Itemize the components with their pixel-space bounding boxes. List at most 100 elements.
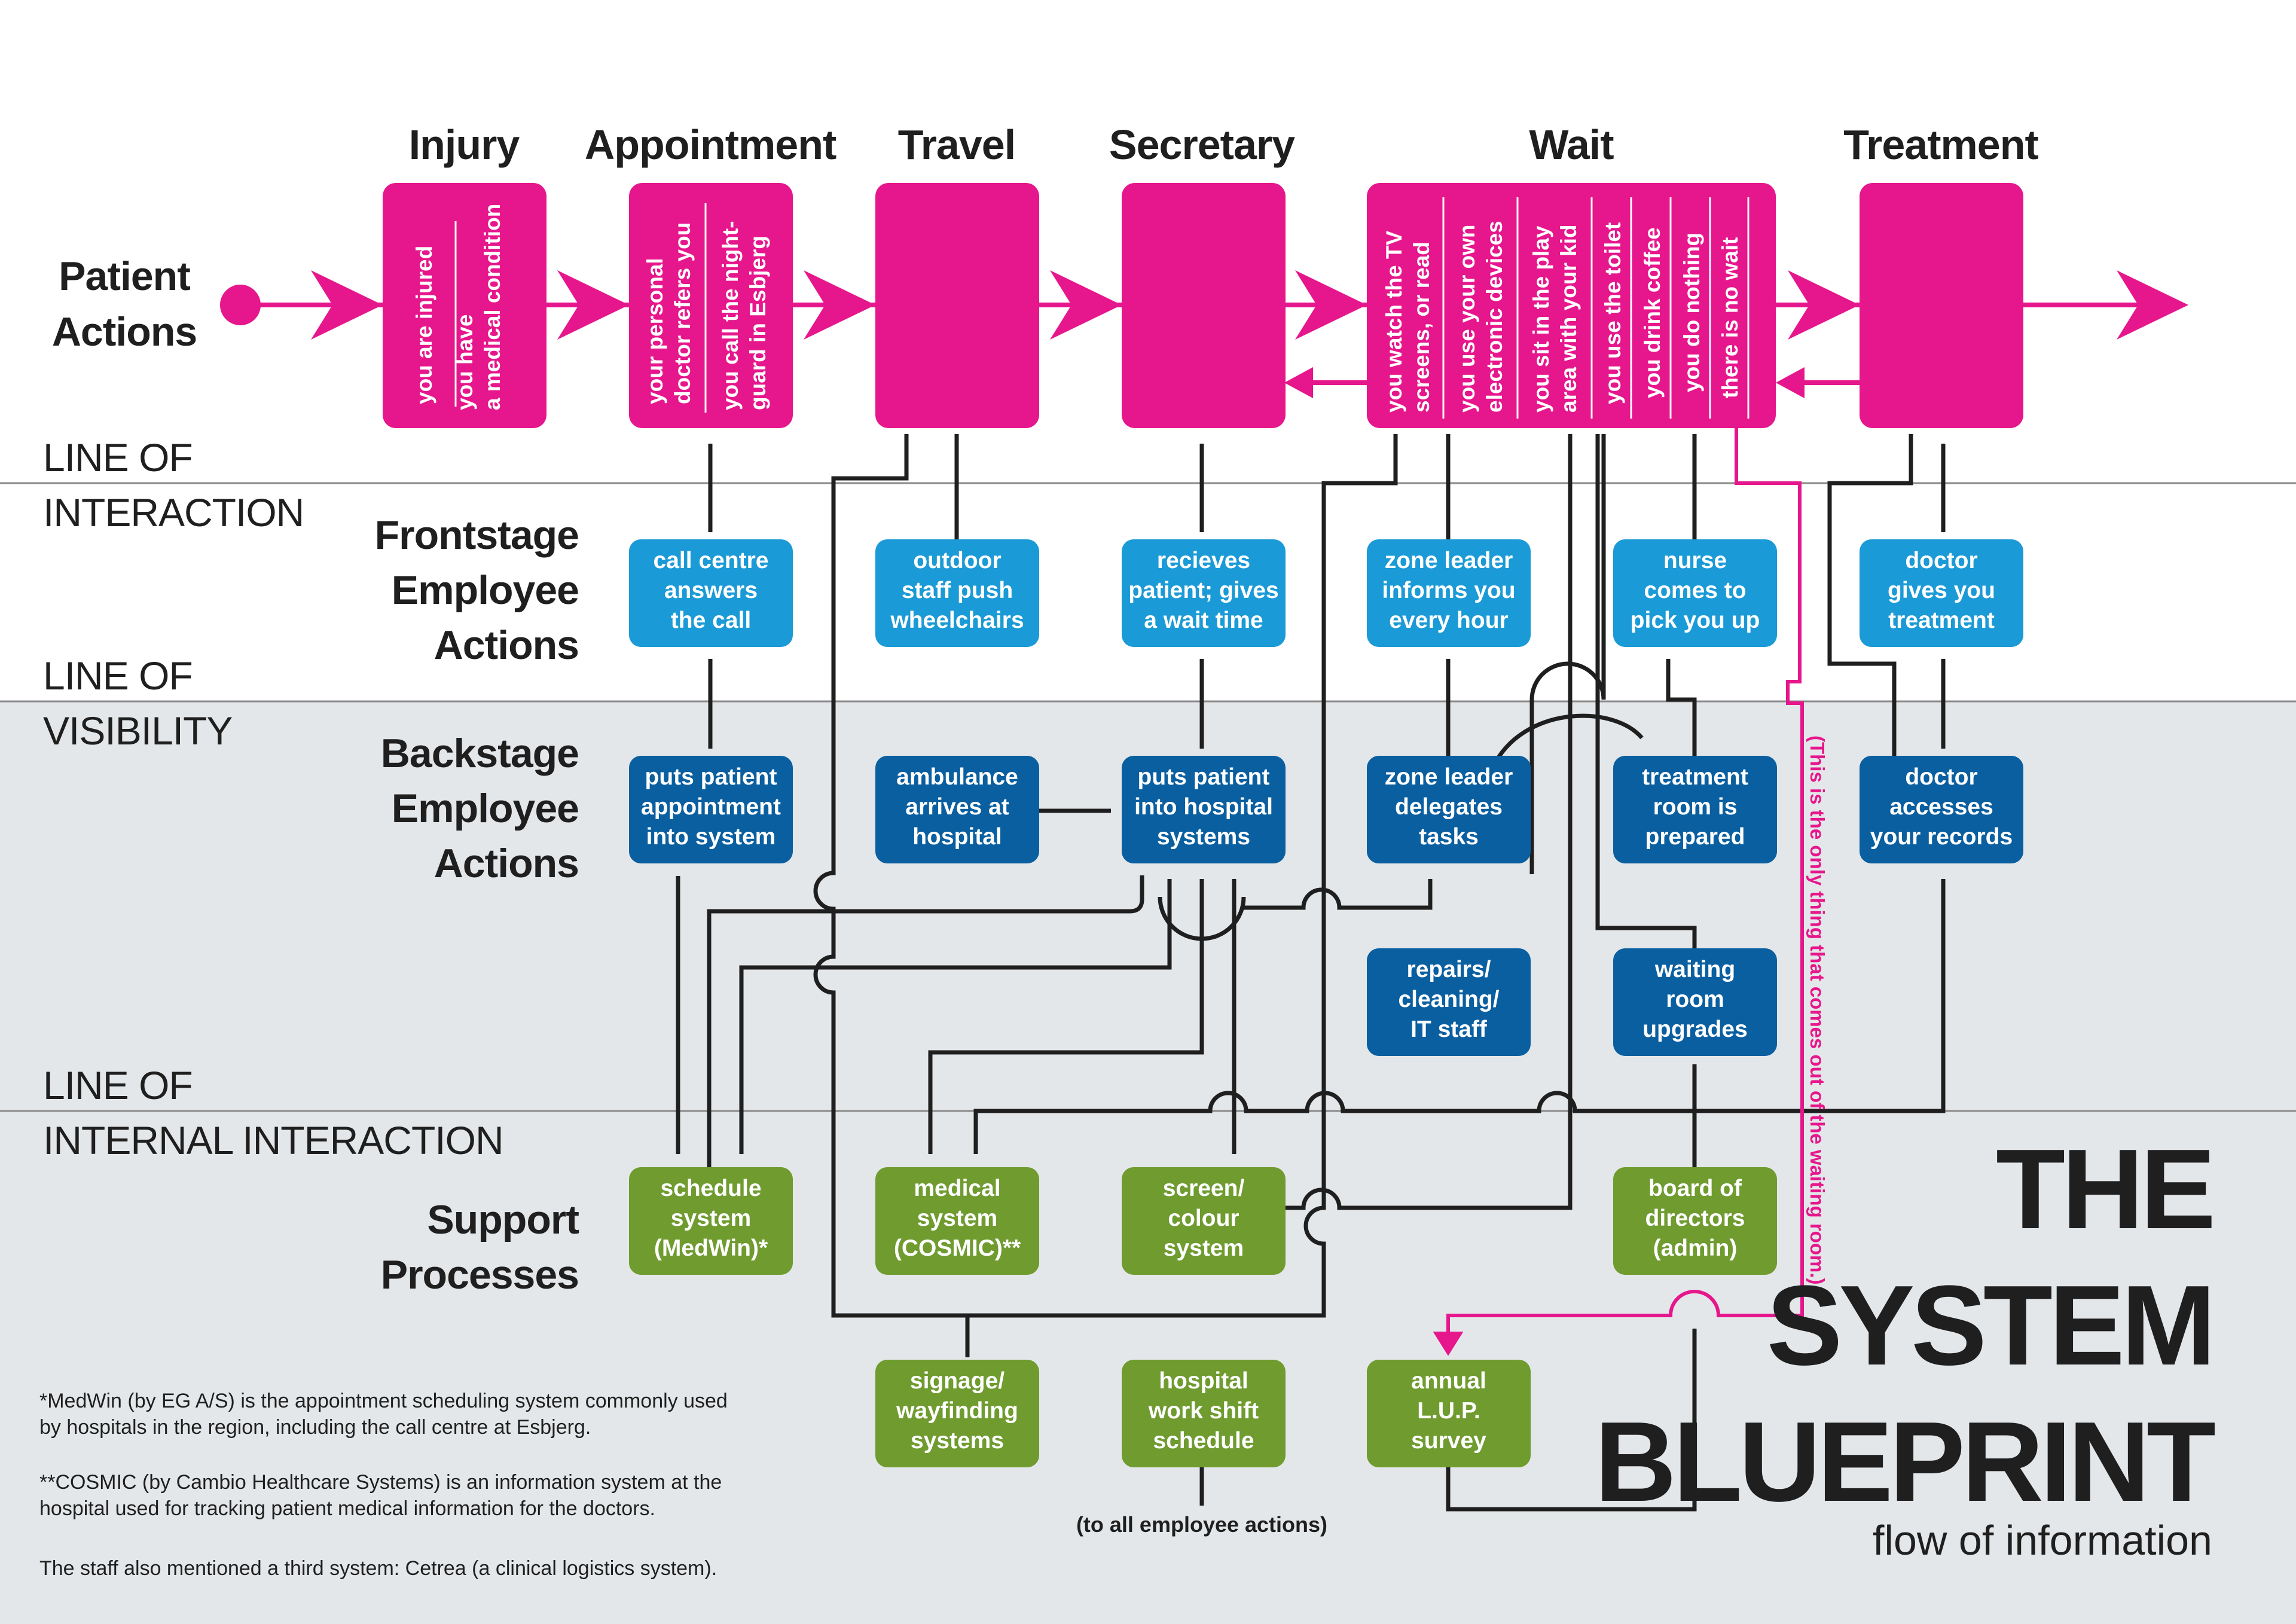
screen-colour-1: screen/ — [1163, 1176, 1245, 1201]
box-treatment — [1860, 183, 2023, 428]
conn-schedule-up-to-secretary — [707, 875, 1144, 1167]
stage-injury: Injury — [409, 121, 520, 168]
box-doctor-records — [1860, 756, 2023, 863]
footnote-2-line-2: hospital used for tracking patient medic… — [39, 1497, 655, 1520]
receives-3: a wait time — [1144, 608, 1263, 633]
zone-informs-2: informs you — [1382, 578, 1515, 603]
box-screen-colour — [1122, 1167, 1286, 1275]
appointment-line-1a: your personal — [643, 258, 667, 404]
board-3: (admin) — [1653, 1235, 1738, 1261]
conn-signage-to-wait — [967, 434, 1398, 1318]
repairs-2: cleaning/ — [1398, 987, 1499, 1012]
schedule-2: system — [671, 1205, 751, 1231]
box-ambulance — [875, 756, 1039, 863]
box-secretary — [1122, 183, 1286, 428]
box-lup-survey — [1367, 1360, 1531, 1467]
flow-chevron-1 — [311, 270, 383, 340]
lane-labels: Patient Actions Frontstage Employee Acti… — [52, 254, 580, 1298]
box-board — [1613, 1167, 1777, 1275]
support-boxes — [629, 1167, 1777, 1467]
line-internal-2: INTERNAL INTERACTION — [43, 1118, 503, 1162]
wait-line-2b: electronic devices — [1482, 221, 1507, 413]
box-receives-patient — [1122, 539, 1286, 647]
box-medical-system — [875, 1167, 1039, 1275]
flow-chevron-5 — [1295, 270, 1367, 340]
wait-line-5: you drink coffee — [1640, 227, 1665, 398]
lane-backstage-1: Backstage — [381, 731, 579, 776]
box-appointment — [629, 183, 793, 428]
footnote-2-line-1: **COSMIC (by Cambio Healthcare Systems) … — [39, 1471, 722, 1494]
wait-line-4: you use the toilet — [1601, 222, 1625, 404]
outdoor-staff-1: outdoor — [913, 548, 1001, 573]
schedule-1: schedule — [660, 1176, 761, 1201]
waiting-upgrades-1: waiting — [1654, 957, 1735, 982]
lane-patient-2: Actions — [52, 309, 197, 355]
signage-3: systems — [911, 1428, 1004, 1454]
nurse-2: comes to — [1644, 578, 1746, 603]
screen-colour-3: system — [1164, 1235, 1244, 1261]
footnote-3: The staff also mentioned a third system:… — [39, 1557, 717, 1580]
waiting-room-path — [1433, 428, 1804, 1356]
doctor-treatment-1: doctor — [1905, 548, 1977, 573]
treatment-room-3: prepared — [1645, 824, 1745, 850]
lane-backstage-2: Employee — [392, 786, 579, 831]
line-interaction-1: LINE OF — [43, 435, 193, 480]
doctor-treatment-2: gives you — [1888, 578, 1995, 603]
call-centre-1: call centre — [654, 548, 769, 573]
schedule-3: (MedWin)* — [654, 1235, 768, 1261]
box-treatment-room — [1613, 756, 1777, 863]
box-wait — [1367, 183, 1776, 428]
puts-appt-2: appointment — [641, 794, 781, 820]
footnote-1-line-2: by hospitals in the region, including th… — [39, 1416, 591, 1439]
box-signage — [875, 1360, 1039, 1467]
conn-treatment-doctor-left — [1827, 434, 1913, 756]
ambulance-3: hospital — [912, 824, 1002, 850]
board-1: board of — [1648, 1176, 1742, 1201]
stage-headers: Injury Appointment Travel Secretary Wait… — [409, 121, 2039, 168]
lane-support-1: Support — [427, 1197, 579, 1243]
flow-chevron-6 — [1788, 270, 1860, 340]
doctor-records-3: your records — [1870, 824, 2013, 850]
medical-1: medical — [914, 1176, 1000, 1201]
injury-line-1: you are injured — [412, 246, 436, 404]
medical-2: system — [917, 1205, 997, 1231]
waiting-upgrades-3: upgrades — [1642, 1016, 1748, 1042]
lup-2: L.U.P. — [1417, 1398, 1480, 1424]
lane-frontstage-3: Actions — [434, 622, 579, 668]
work-shift-2: work shift — [1148, 1398, 1259, 1424]
box-schedule-system — [629, 1167, 793, 1275]
flow-chevron-2 — [557, 270, 629, 340]
box-zone-leader-delegates — [1367, 756, 1531, 863]
footnote-1-line-1: *MedWin (by EG A/S) is the appointment s… — [39, 1390, 728, 1412]
lup-3: survey — [1411, 1428, 1486, 1454]
lup-1: annual — [1411, 1368, 1486, 1394]
zone-delegates-1: zone leader — [1385, 764, 1513, 790]
zone-informs-3: every hour — [1389, 608, 1508, 633]
board-2: directors — [1645, 1205, 1745, 1231]
appointment-line-2a: you call the night- — [718, 221, 743, 410]
line-internal-1: LINE OF — [43, 1063, 193, 1107]
lane-frontstage-2: Employee — [392, 567, 579, 613]
medical-3: (COSMIC)** — [894, 1235, 1021, 1261]
box-travel — [875, 183, 1039, 428]
treatment-room-2: room is — [1653, 794, 1738, 820]
line-interaction-2: INTERACTION — [43, 490, 304, 535]
title-line-1: THE — [1996, 1126, 2212, 1253]
connectors — [676, 434, 1946, 1512]
wait-dividers — [1442, 197, 1750, 419]
appointment-line-1b: doctor refers you — [670, 222, 695, 404]
screen-colour-2: colour — [1168, 1205, 1239, 1231]
doctor-records-1: doctor — [1905, 764, 1977, 790]
box-waiting-upgrades — [1613, 948, 1777, 1056]
stage-treatment: Treatment — [1843, 121, 2038, 168]
injury-line-2b: a medical condition — [480, 204, 505, 410]
ambulance-1: ambulance — [896, 764, 1018, 790]
ambulance-2: arrives at — [905, 794, 1009, 820]
box-repairs — [1367, 948, 1531, 1056]
stage-secretary: Secretary — [1109, 121, 1295, 168]
box-puts-appointment — [629, 756, 793, 863]
subtitle: flow of information — [1873, 1517, 2212, 1564]
puts-hospital-3: systems — [1157, 824, 1250, 850]
flow-chevron-3 — [804, 270, 875, 340]
title-line-3: BLUEPRINT — [1595, 1399, 2215, 1525]
